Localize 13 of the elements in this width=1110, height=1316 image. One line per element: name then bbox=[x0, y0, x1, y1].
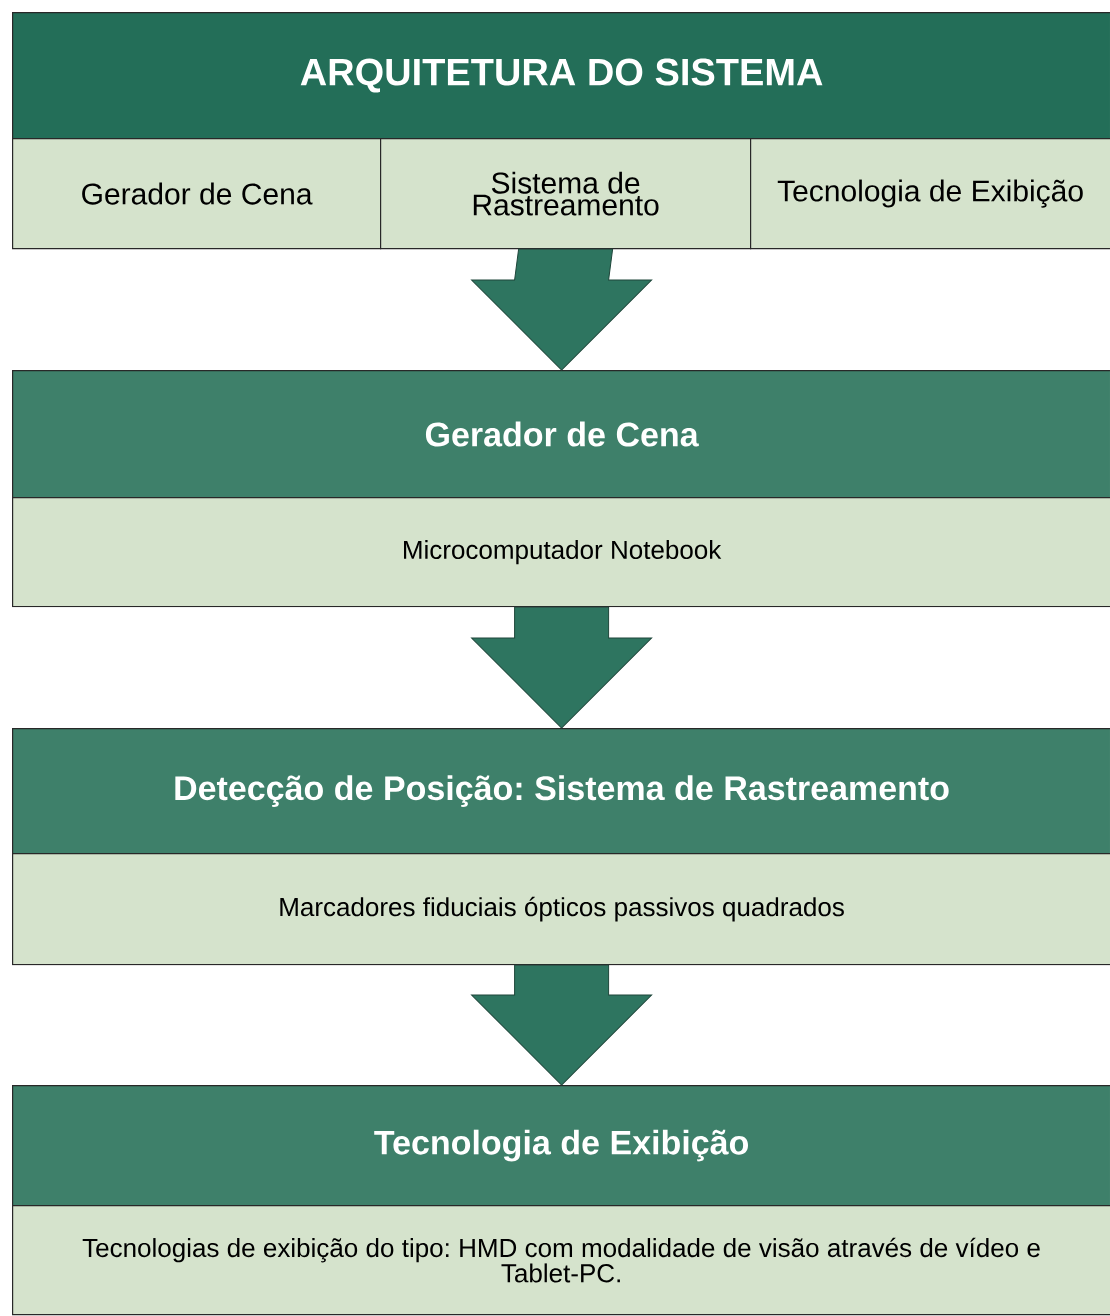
body-band: Microcomputador Notebook bbox=[12, 497, 1110, 608]
cell-box: Sistema de Rastreamento bbox=[380, 138, 752, 250]
header-band: Tecnologia de Exibição bbox=[12, 1085, 1110, 1207]
cell-box: Gerador de Cena bbox=[12, 138, 382, 250]
header-band: Detecção de Posição: Sistema de Rastreamento bbox=[12, 728, 1110, 855]
header-band: Gerador de Cena bbox=[12, 370, 1110, 499]
body-band: Tecnologias de exibição do tipo: HMD com modalidade de visão através de vídeo e Tablet-PC. bbox=[12, 1205, 1110, 1316]
title-band: ARQUITETURA DO SISTEMA bbox=[12, 12, 1110, 140]
cell-box: Tecnologia de Exibição bbox=[750, 138, 1110, 250]
body-band: Marcadores fiduciais ópticos passivos quadrados bbox=[12, 853, 1110, 966]
block-arrow bbox=[471, 606, 653, 729]
block-arrow bbox=[471, 964, 653, 1086]
block-arrow bbox=[471, 248, 653, 371]
